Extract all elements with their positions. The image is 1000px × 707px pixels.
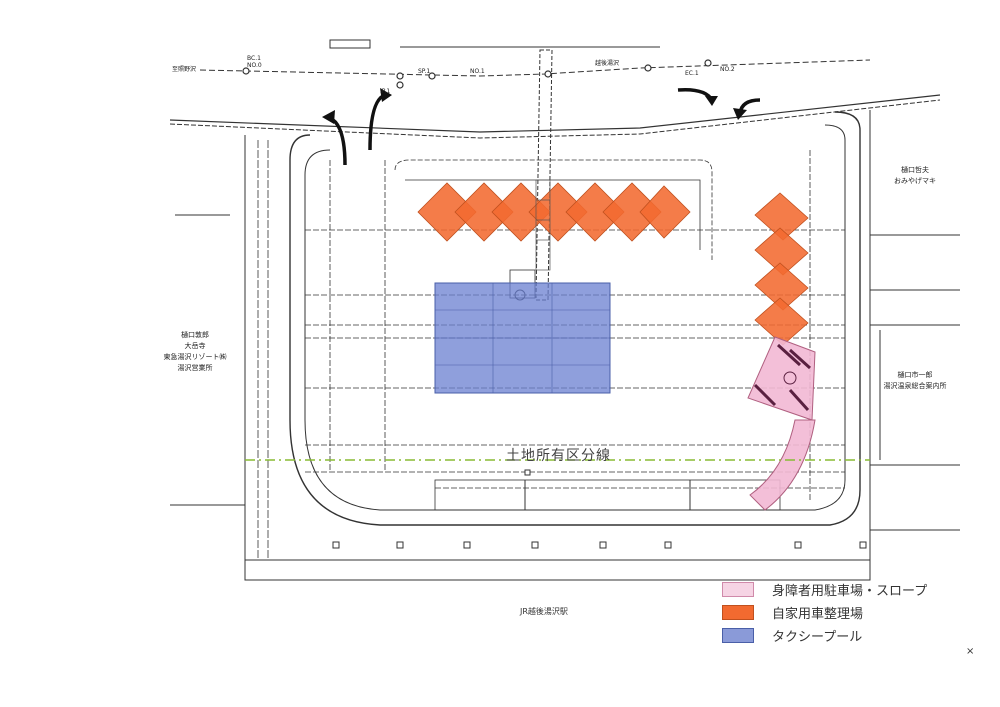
- private-car-area: [417, 182, 809, 346]
- legend-item-disabled-parking: 身障者用駐車場・スロープ: [722, 580, 927, 599]
- right-top-label-line: おみやげマキ: [894, 177, 936, 185]
- corner-mark: ×: [966, 646, 975, 657]
- walkway-hatch: [535, 179, 551, 271]
- right-bottom-building-label: 樋口市一郎 湯沢温泉総合案内所: [880, 370, 950, 392]
- land-division-label: 土地所有区分線: [506, 448, 611, 464]
- legend-swatch-orange: [722, 605, 754, 620]
- point-sp1: SP.1: [418, 68, 431, 75]
- left-label-line: 湯沢営業所: [177, 364, 213, 372]
- road-label-left: 至照野沢: [172, 66, 197, 73]
- left-label-line: 大岳寺: [184, 342, 206, 350]
- arrowheads: [322, 88, 747, 124]
- legend-label: タクシープール: [772, 630, 863, 645]
- point-bc1: BC.1: [247, 55, 261, 62]
- right-top-label-line: 樋口哲夫: [901, 166, 929, 174]
- point-no0: NO.0: [247, 62, 262, 69]
- left-label-line: 樋口敦郎: [181, 331, 209, 339]
- legend-swatch-pink: [722, 582, 754, 597]
- arrow-right-exit: [368, 93, 386, 151]
- legend-item-taxi-pool: タクシープール: [722, 626, 862, 645]
- right-bottom-label-line: 湯沢温泉総合案内所: [883, 382, 947, 390]
- top-road-lines: [169, 39, 941, 301]
- survey-points: [242, 59, 712, 89]
- legend-item-private-car: 自家用車整理場: [722, 603, 863, 622]
- point-ec1: EC.1: [685, 70, 699, 77]
- legend-swatch-blue: [722, 628, 754, 643]
- disabled-parking-area: [747, 336, 816, 511]
- right-top-building-label: 樋口哲夫 おみやげマキ: [880, 165, 950, 187]
- station-label: JR越後湯沢駅: [520, 607, 568, 616]
- post-markers: [332, 469, 867, 549]
- left-building-label: 樋口敦郎 大岳寺 東急湯沢リゾート㈱ 湯沢営業所: [160, 330, 230, 374]
- taxi-pool-area: [434, 282, 611, 394]
- legend-label: 自家用車整理場: [772, 607, 864, 622]
- arrow-left-exit: [329, 116, 347, 166]
- right-bottom-label-line: 樋口市一郎: [897, 371, 933, 379]
- point-ip1: IP.1: [380, 88, 391, 95]
- left-label-line: 東急湯沢リゾート㈱: [163, 353, 227, 361]
- point-no1: NO.1: [470, 68, 485, 75]
- road-label-right: 越後湯沢: [595, 60, 620, 67]
- legend-label: 身障者用駐車場・スロープ: [772, 584, 928, 599]
- point-no2: NO.2: [720, 66, 735, 73]
